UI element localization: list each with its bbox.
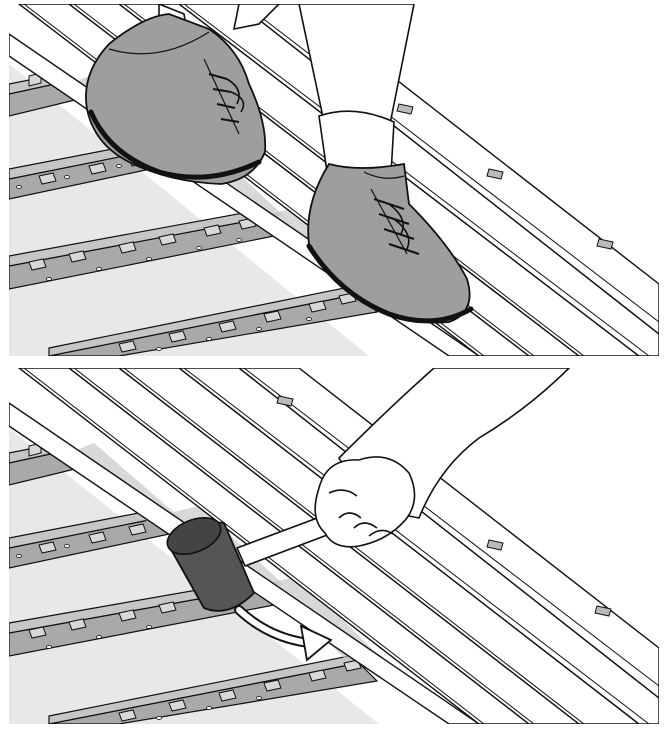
panel-tapping-boards (9, 368, 659, 724)
walking-illustration (9, 4, 659, 356)
tapping-illustration (9, 368, 659, 724)
panel-walking-on-boards (9, 4, 659, 356)
